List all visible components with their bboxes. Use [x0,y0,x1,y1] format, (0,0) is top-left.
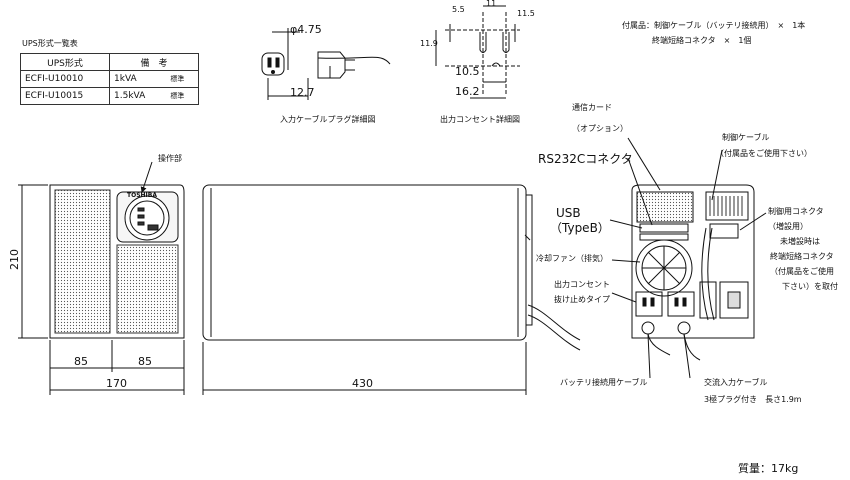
spec-cell-capacity: 1.5kVA [109,87,167,105]
ctrl-connector-label-1: 制御用コネクタ [768,207,824,216]
front-right-width-dim: 85 [138,355,152,368]
spec-table: UPS形式 備 考 ECFI-U10010 1kVA 標準 ECFI-U1001… [20,53,200,105]
side-depth-dim: 430 [352,377,373,390]
plug-detail-drawing [261,28,391,100]
outlet-dim: 10.5 [455,65,480,78]
rear-view-drawing [609,137,767,379]
front-total-width-dim: 170 [106,377,127,390]
control-cable-label-1: 制御ケーブル [722,133,770,142]
outlet-label-1: 出力コンセント [554,280,610,289]
outlet-dim: 11.5 [517,9,535,18]
mass-label: 質量：17kg [738,462,799,475]
table-row: ECFI-U10010 1kVA 標準 [20,70,200,88]
battery-cable-label: バッテリ接続用ケーブル [560,378,648,387]
ac-cable-label-2: 3極プラグ付き 長さ1.9m [704,395,802,404]
ctrl-connector-label-5: （付属品をご使用 [770,267,834,276]
ctrl-connector-label-2: （増設用） [768,222,808,231]
outlet-detail-caption: 出力コンセント詳細図 [440,115,520,124]
outlet-label-2: 抜け止めタイプ [554,295,610,304]
outlet-dim: 11 [486,0,497,8]
spec-table-title: UPS形式一覧表 [22,39,78,48]
ctrl-connector-label-4: 終端短絡コネクタ [770,252,834,261]
card-slot-label-1: 通信カード [572,103,612,112]
front-height-dim: 210 [8,249,21,270]
control-cable-label-2: （付属品をご使用下さい） [716,149,812,158]
usb-label-2: （TypeB） [550,221,610,235]
front-view-drawing [18,161,185,395]
outlet-detail-drawing [435,5,520,99]
table-row: ECFI-U10015 1.5kVA 標準 [20,87,200,105]
outlet-dim: 5.5 [452,5,465,14]
plug-pitch-dim: 12.7 [290,86,315,99]
plug-detail-caption: 入力ケーブルプラグ詳細図 [280,115,376,124]
operation-panel-label: 操作部 [158,154,182,163]
ac-cable-label-1: 交流入力ケーブル [704,378,768,387]
accessories-line2: 終端短絡コネクタ × 1個 [652,36,752,45]
ctrl-connector-label-6: 下さい）を取付 [782,282,838,291]
ctrl-connector-label-3: 未増設時は [780,237,820,246]
spec-cell-note: 標準 [166,87,200,105]
brand-logo: TOSHIBA [127,192,157,199]
outlet-dim: 16.2 [455,85,480,98]
side-view-drawing [202,184,581,395]
fan-label: 冷却ファン（排気） [536,254,608,263]
spec-cell-model: ECFI-U10015 [20,87,110,105]
rs232c-label: RS232Cコネクタ [538,152,633,166]
outlet-dim: 11.9 [420,39,438,48]
plug-diameter-dim: φ4.75 [290,23,322,36]
usb-label-1: USB [556,206,581,220]
card-slot-label-2: （オプション） [572,124,628,133]
accessories-line1: 付属品：制御ケーブル（バッテリ接続用） × 1本 [622,21,806,30]
front-left-width-dim: 85 [74,355,88,368]
